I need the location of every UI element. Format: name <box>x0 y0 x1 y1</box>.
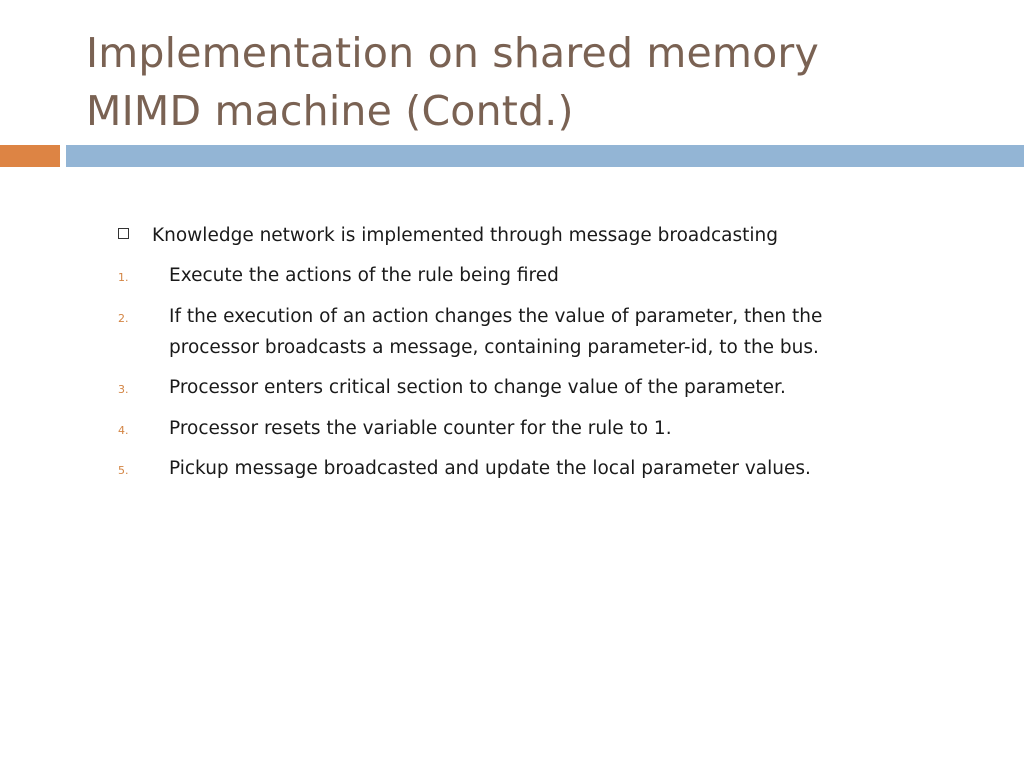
title-accent-orange-bar <box>0 145 60 167</box>
item-text: Execute the actions of the rule being fi… <box>169 260 909 291</box>
item-number: 4. <box>118 424 129 437</box>
item-number: 5. <box>118 464 129 477</box>
slide-title: Implementation on shared memory MIMD mac… <box>86 24 986 140</box>
item-number: 1. <box>118 271 129 284</box>
item-text-line: Execute the actions of the rule being fi… <box>169 265 559 286</box>
item-text-line: Pickup message broadcasted and update th… <box>169 458 811 479</box>
item-number: 2. <box>118 312 129 325</box>
item-text-line: Processor resets the variable counter fo… <box>169 418 672 439</box>
item-text-line: If the execution of an action changes th… <box>169 306 823 327</box>
item-text-line: processor broadcasts a message, containi… <box>169 337 819 358</box>
item-text: Processor enters critical section to cha… <box>169 372 909 403</box>
item-number: 3. <box>118 383 129 396</box>
square-bullet-icon <box>118 228 129 239</box>
bullet-item: Knowledge network is implemented through… <box>118 223 778 249</box>
item-text-line: Processor enters critical section to cha… <box>169 377 786 398</box>
item-text: Processor resets the variable counter fo… <box>169 413 909 444</box>
item-text: Pickup message broadcasted and update th… <box>169 453 909 484</box>
slide-title-line-1: Implementation on shared memory <box>86 29 819 77</box>
item-text: If the execution of an action changes th… <box>169 301 909 363</box>
bullet-text: Knowledge network is implemented through… <box>152 225 779 246</box>
title-accent-blue-bar <box>66 145 1024 167</box>
slide-title-line-2: MIMD machine (Contd.) <box>86 87 574 135</box>
